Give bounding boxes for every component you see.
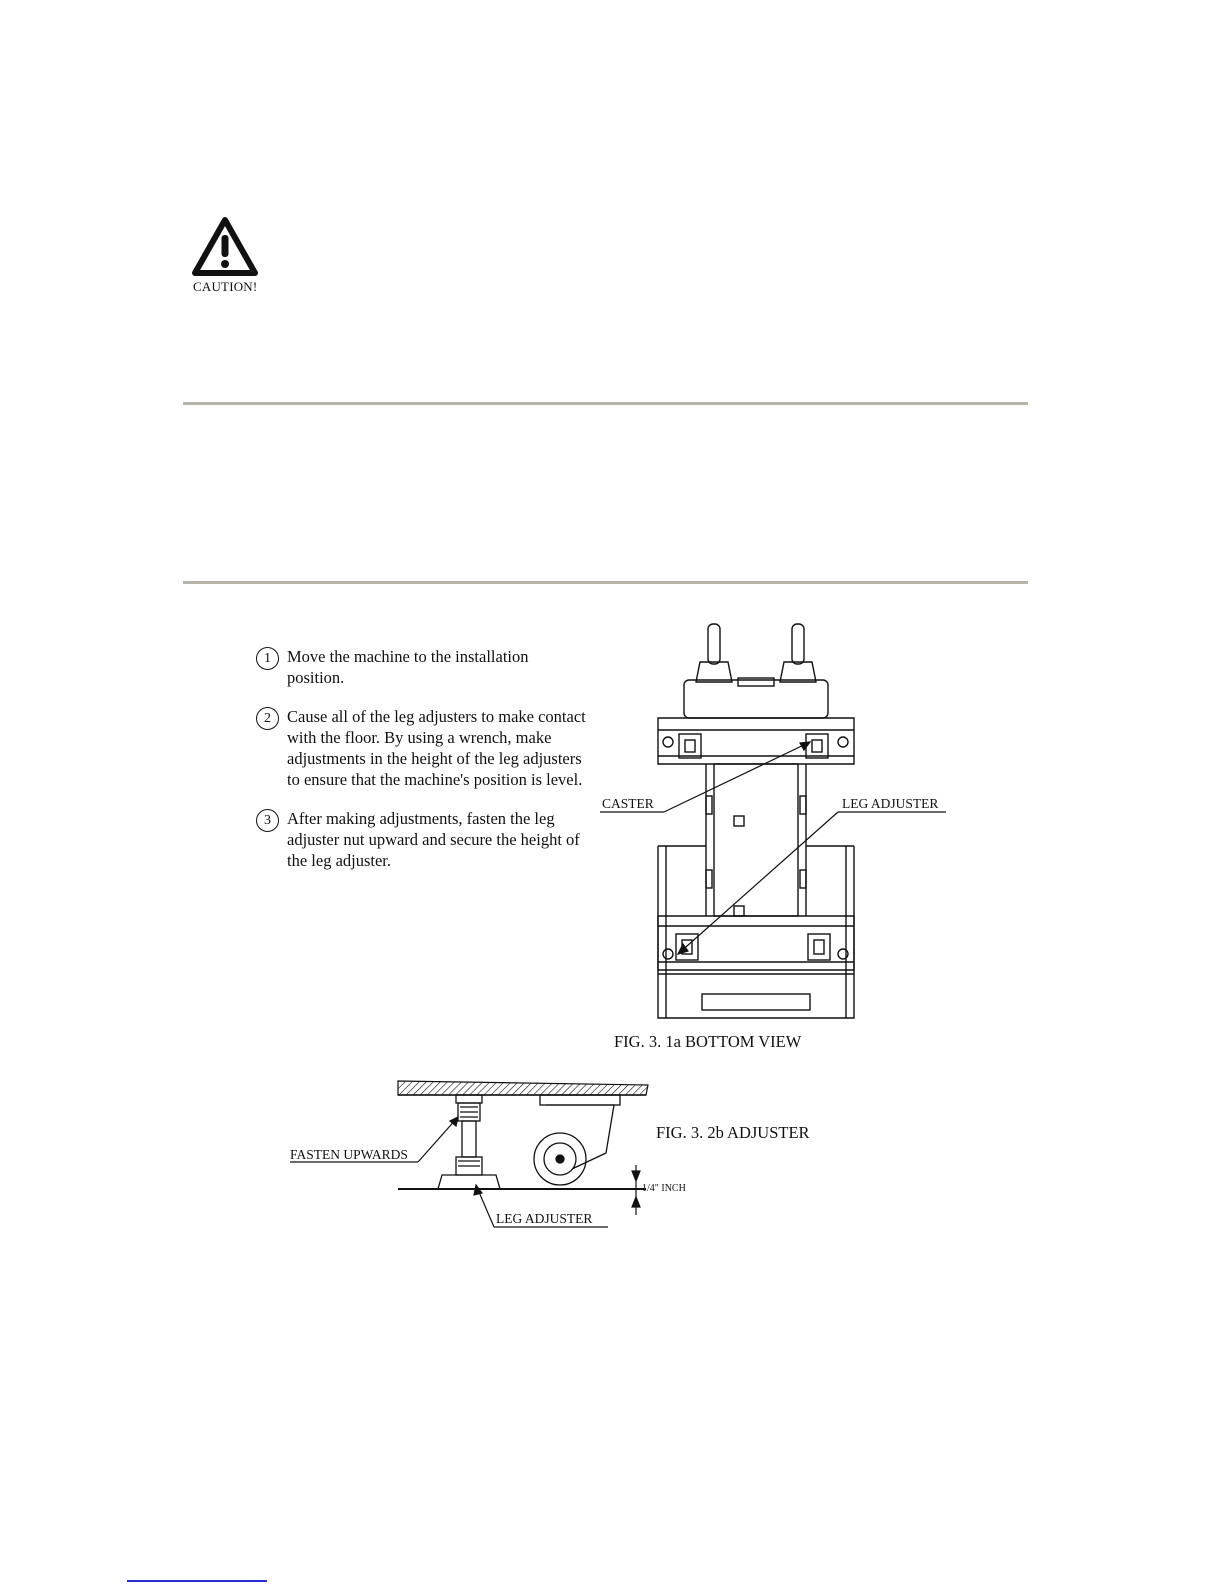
figure-bottom-caption: FIG. 3. 1a BOTTOM VIEW [614, 1032, 802, 1051]
footer-link-underline[interactable] [127, 1580, 267, 1582]
step-item: 3 After making adjustments, fasten the l… [256, 808, 586, 871]
leg-adjuster-label: LEG ADJUSTER [842, 796, 938, 811]
step-number: 1 [256, 647, 279, 670]
installation-steps: 1 Move the machine to the installation p… [256, 646, 586, 889]
caster-label: CASTER [602, 796, 654, 811]
step-number: 3 [256, 809, 279, 832]
leg-adjuster-side-label: LEG ADJUSTER [496, 1211, 592, 1226]
step-text: Cause all of the leg adjusters to make c… [287, 707, 586, 789]
figure-adjuster-caption: FIG. 3. 2b ADJUSTER [656, 1123, 810, 1142]
step-text: Move the machine to the installation pos… [287, 647, 529, 687]
caution-warning-icon [192, 217, 258, 276]
gap-dimension-label: 1/4" INCH [642, 1183, 686, 1194]
step-number: 2 [256, 707, 279, 730]
step-text: After making adjustments, fasten the leg… [287, 809, 580, 870]
step-item: 1 Move the machine to the installation p… [256, 646, 586, 688]
section-divider-top [183, 402, 1028, 405]
step-item: 2 Cause all of the leg adjusters to make… [256, 706, 586, 790]
caution-label: CAUTION! [193, 279, 258, 294]
bottom-view-drawing: CASTER LEG ADJUSTER [600, 623, 946, 1019]
section-divider-bottom [183, 581, 1028, 584]
fasten-upwards-label: FASTEN UPWARDS [290, 1147, 408, 1162]
adjuster-side-drawing: FASTEN UPWARDS LEG ADJUSTER 1/4" INCH [290, 1080, 686, 1228]
